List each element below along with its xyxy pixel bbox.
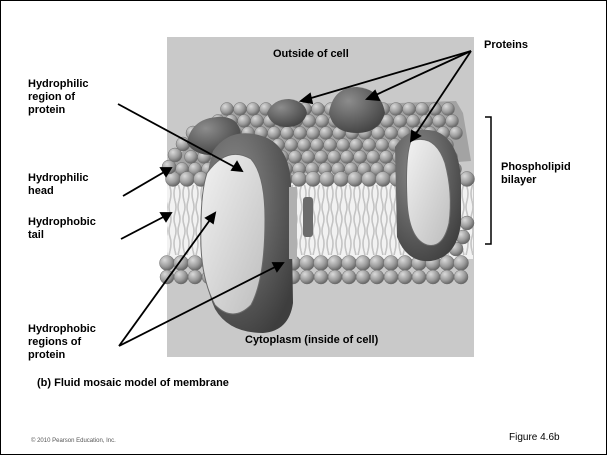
phospholipid-head (442, 103, 455, 116)
phospholipid-head (251, 115, 264, 128)
phospholipid-head (314, 270, 328, 284)
phospholipid-head (188, 256, 203, 271)
phospholipid-head (454, 270, 468, 284)
phospholipid-head (311, 139, 324, 152)
phospholipid-head (385, 127, 398, 140)
phospholipid-head (398, 256, 413, 271)
phospholipid-head (328, 270, 342, 284)
phospholipid-head (315, 151, 328, 164)
phospholipid-head (306, 172, 321, 187)
phospholipid-head (356, 256, 371, 271)
label-hydrophilic-head: Hydrophilic head (28, 172, 89, 198)
phospholipid-head (380, 151, 393, 164)
phospholipid-head (348, 172, 363, 187)
channel-segment (303, 197, 313, 237)
label-outside-of-cell: Outside of cell (273, 48, 349, 61)
phospholipid-head (354, 151, 367, 164)
figure-number: Figure 4.6b (509, 432, 560, 443)
phospholipid-head (363, 139, 376, 152)
phospholipid-head (362, 172, 377, 187)
phospholipid-head (292, 172, 307, 187)
phospholipid-head (238, 115, 251, 128)
phospholipid-head (370, 270, 384, 284)
phospholipid-head (314, 256, 329, 271)
phospholipid-head (174, 270, 188, 284)
phospholipid-head (376, 139, 389, 152)
phospholipid-head (384, 256, 399, 271)
phospholipid-head (328, 151, 341, 164)
phospholipid-head (294, 127, 307, 140)
phospholipid-head (350, 139, 363, 152)
phospholipid-head (320, 127, 333, 140)
phospholipid-head (160, 256, 175, 271)
phospholipid-head (300, 270, 314, 284)
copyright-notice: © 2010 Pearson Education, Inc. (31, 438, 116, 444)
phospholipid-head (188, 270, 202, 284)
phospholipid-head (398, 270, 412, 284)
phospholipid-head (312, 103, 325, 116)
figure-caption: (b) Fluid mosaic model of membrane (37, 377, 229, 390)
phospholipid-head (334, 172, 349, 187)
phospholipid-head (412, 270, 426, 284)
label-phospholipid-bilayer: Phospholipid bilayer (501, 161, 571, 187)
phospholipid-head (341, 151, 354, 164)
phospholipid-head (390, 103, 403, 116)
phospholipid-head (384, 270, 398, 284)
phospholipid-head (454, 256, 469, 271)
phospholipid-head (446, 115, 459, 128)
phospholipid-head (460, 216, 474, 230)
phospholipid-head (367, 151, 380, 164)
label-proteins: Proteins (484, 39, 528, 52)
bilayer-bracket (485, 117, 491, 244)
label-hydrophilic-region-of-protein: Hydrophilic region of protein (28, 78, 89, 117)
phospholipid-head (416, 103, 429, 116)
phospholipid-head (407, 115, 420, 128)
phospholipid-head (247, 103, 260, 116)
transmembrane-protein-cut-face (201, 154, 265, 314)
phospholipid-head (185, 151, 198, 164)
protein-channel (289, 187, 297, 259)
phospholipid-head (440, 256, 455, 271)
phospholipid-head (433, 115, 446, 128)
phospholipid-head (370, 256, 385, 271)
phospholipid-head (440, 270, 454, 284)
phospholipid-head (328, 256, 343, 271)
phospholipid-head (403, 103, 416, 116)
phospholipid-head (307, 127, 320, 140)
phospholipid-head (337, 139, 350, 152)
phospholipid-head (300, 256, 315, 271)
phospholipid-head (316, 115, 329, 128)
label-hydrophobic-regions-of-protein: Hydrophobic regions of protein (28, 323, 96, 362)
phospholipid-head (281, 127, 294, 140)
phospholipid-head (268, 127, 281, 140)
phospholipid-head (394, 115, 407, 128)
phospholipid-head (285, 139, 298, 152)
phospholipid-head (356, 270, 370, 284)
phospholipid-head (320, 172, 335, 187)
phospholipid-head (342, 270, 356, 284)
label-cytoplasm: Cytoplasm (inside of cell) (245, 334, 378, 347)
phospholipid-head (302, 151, 315, 164)
label-hydrophobic-tail: Hydrophobic tail (28, 216, 96, 242)
phospholipid-head (289, 151, 302, 164)
phospholipid-head (376, 172, 391, 187)
phospholipid-head (221, 103, 234, 116)
phospholipid-head (342, 256, 357, 271)
phospholipid-head (426, 270, 440, 284)
phospholipid-head (298, 139, 311, 152)
phospholipid-head (450, 127, 463, 140)
phospholipid-head (180, 172, 195, 187)
phospholipid-head (234, 103, 247, 116)
phospholipid-head (460, 172, 475, 187)
phospholipid-head (324, 139, 337, 152)
